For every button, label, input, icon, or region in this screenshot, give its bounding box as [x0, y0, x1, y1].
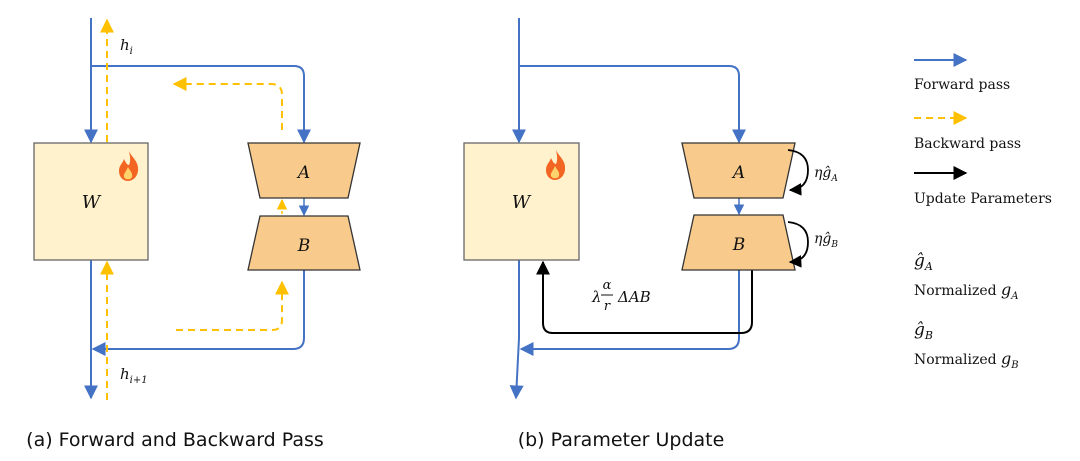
forward-branch-to-a: [91, 65, 311, 144]
adapter-a-shape: [247, 142, 361, 199]
merge-alpha: α: [603, 278, 612, 293]
update-a-loop-arrow: [787, 149, 809, 196]
update-merge-arrow: [536, 260, 753, 334]
weight-w-box: [33, 142, 149, 261]
forward-b-to-output-b: [519, 270, 740, 356]
forward-b-to-output: [91, 270, 305, 356]
legend-ghat-b: ĝB: [914, 320, 933, 342]
panel-a-caption: (a) Forward and Backward Pass: [26, 429, 324, 451]
legend-backward-label: Backward pass: [914, 136, 1021, 152]
adapter-b-label-b: B: [732, 235, 746, 255]
panel-b-caption: (b) Parameter Update: [518, 429, 725, 451]
adapter-b-label: B: [297, 236, 311, 256]
legend-forward-label: Forward pass: [914, 77, 1010, 93]
h-output-label: hi+1: [120, 365, 148, 386]
weight-w-label: W: [82, 192, 102, 213]
backward-arrow-from-a: [172, 77, 283, 130]
h-input-label: hi: [120, 36, 133, 57]
merge-formula: λ α r ΔAB: [591, 278, 651, 314]
adapter-a-shape-b: [681, 142, 796, 199]
merge-lambda: λ: [591, 288, 602, 306]
update-a-label: ηĝA: [814, 164, 838, 184]
adapter-b-shape: [247, 215, 361, 271]
flame-icon: [119, 151, 139, 181]
update-b-label: ηĝB: [814, 230, 838, 250]
panel-a: W A B hi hi+1 (a) Forward and Backward P…: [26, 18, 361, 451]
legend-ghat-a: ĝA: [914, 251, 933, 273]
merge-r: r: [604, 299, 611, 314]
panel-b: W A B ηĝA ηĝB λ α r ΔAB (b) Parameter Up…: [463, 18, 838, 451]
forward-branch-to-a-b: [519, 65, 746, 144]
adapter-a-label-b: A: [731, 163, 745, 183]
adapter-a-label: A: [296, 163, 310, 183]
weight-w-label-b: W: [512, 192, 532, 213]
forward-w-to-output-b: [509, 260, 524, 400]
legend-normalized-b: Normalized gB: [914, 349, 1019, 371]
legend-update-label: Update Parameters: [914, 191, 1052, 207]
merge-delta-ab: ΔAB: [617, 288, 651, 306]
legend: Forward pass Backward pass Update Parame…: [914, 53, 1052, 371]
update-b-loop-arrow: [787, 221, 809, 268]
flame-icon: [546, 150, 566, 180]
adapter-b-shape-b: [681, 214, 796, 271]
legend-normalized-a: Normalized gA: [914, 280, 1019, 302]
backward-arrow-into-b: [176, 280, 289, 331]
